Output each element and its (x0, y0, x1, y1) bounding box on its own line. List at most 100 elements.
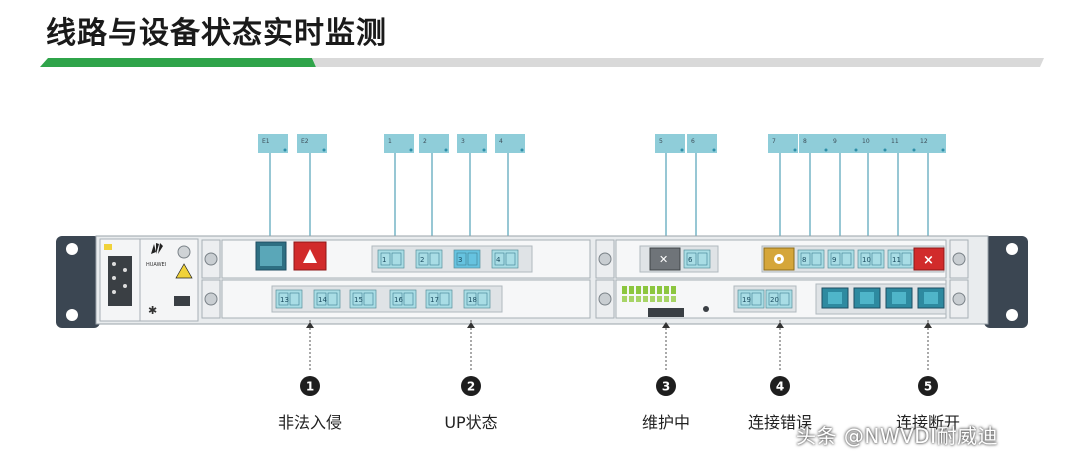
port-7-error[interactable] (763, 247, 795, 271)
callout-number: 1 (306, 380, 314, 394)
ethernet-port[interactable] (821, 287, 849, 309)
screw-icon (204, 252, 218, 266)
tag-dot (854, 148, 858, 152)
port-19[interactable]: 19 (737, 289, 765, 309)
port-10[interactable]: 10 (857, 249, 885, 269)
port-number: 16 (394, 296, 403, 304)
tag-dot (912, 148, 916, 152)
callout-number-badge (918, 376, 938, 396)
power-module (99, 238, 141, 322)
status-led (622, 296, 627, 302)
intrusion-alert-icon (303, 249, 317, 263)
status-led (629, 286, 634, 294)
status-led (671, 296, 676, 302)
port-tag-label: 2 (423, 138, 427, 145)
console-port[interactable] (648, 308, 684, 317)
callout-arrow-icon (306, 322, 314, 328)
status-led (643, 286, 648, 294)
port-tag-label: 9 (833, 138, 837, 145)
port-number: 17 (430, 296, 439, 304)
port-1[interactable]: 1 (377, 249, 405, 269)
port-8[interactable]: 8 (797, 249, 825, 269)
port-e1[interactable] (255, 241, 287, 271)
port-tag (495, 134, 525, 153)
callout-arrow-icon (924, 322, 932, 328)
callout-arrow-icon (467, 322, 475, 328)
port-9[interactable]: 9 (827, 249, 855, 269)
ethernet-port[interactable] (885, 287, 913, 309)
ethernet-port[interactable] (917, 287, 945, 309)
status-led (636, 296, 641, 302)
port-11[interactable]: 11 (887, 249, 915, 269)
port-tag (799, 134, 829, 153)
port-tag-label: 11 (891, 138, 899, 145)
port-number: 14 (318, 296, 327, 304)
port-tag-label: 8 (803, 138, 807, 145)
port-12-disconnected[interactable]: × (913, 247, 945, 271)
port-tag (687, 134, 717, 153)
status-led (643, 296, 648, 302)
port-16[interactable]: 16 (389, 289, 417, 309)
port-4[interactable]: 4 (491, 249, 519, 269)
port-number: 8 (802, 256, 806, 264)
port-tag (419, 134, 449, 153)
status-led (671, 286, 676, 294)
status-led (636, 286, 641, 294)
screw-icon (598, 252, 612, 266)
ethernet-port[interactable] (853, 287, 881, 309)
port-17[interactable]: 17 (425, 289, 453, 309)
port-e2-alarm[interactable] (293, 241, 327, 271)
fan-icon: ✱ (148, 304, 157, 317)
callout-number: 3 (662, 380, 670, 394)
port-number: 9 (832, 256, 836, 264)
screw-icon (952, 292, 966, 306)
port-13[interactable]: 13 (275, 289, 303, 309)
tag-dot (712, 148, 716, 152)
port-number: 20 (770, 296, 779, 304)
port-3[interactable]: 3 (453, 249, 481, 269)
port-tag (457, 134, 487, 153)
port-2[interactable]: 2 (415, 249, 443, 269)
port-tag (258, 134, 288, 153)
callout-arrow-icon (662, 322, 670, 328)
port-number: 2 (420, 256, 424, 264)
tag-dot (444, 148, 448, 152)
screw-icon (598, 292, 612, 306)
reset-button[interactable] (703, 306, 709, 312)
huawei-logo-icon (151, 243, 163, 254)
status-led (657, 286, 662, 294)
right-rack-ear (984, 236, 1028, 328)
tag-dot (793, 148, 797, 152)
status-led (629, 296, 634, 302)
port-number: 15 (354, 296, 363, 304)
port-14[interactable]: 14 (313, 289, 341, 309)
port-tag-label: 1 (388, 138, 392, 145)
port-tag (829, 134, 859, 153)
status-led (657, 296, 662, 302)
port-20[interactable]: 20 (765, 289, 793, 309)
callout-label: 非法入侵 (278, 413, 342, 432)
port-5-maintenance[interactable]: ✕ (649, 247, 681, 271)
port-tag-label: 10 (862, 138, 870, 145)
status-led (622, 286, 627, 294)
tag-dot (520, 148, 524, 152)
tag-dot (824, 148, 828, 152)
led-strip (622, 286, 709, 317)
port-tag (768, 134, 798, 153)
control-panel: HUAWEI ✱ (139, 238, 199, 322)
port-tag (858, 134, 888, 153)
callout-label: 连接断开 (896, 413, 960, 432)
title-underline (40, 58, 1044, 67)
tag-dot (409, 148, 413, 152)
status-led (664, 296, 669, 302)
port-tag (655, 134, 685, 153)
port-tag (297, 134, 327, 153)
port-6[interactable]: 6 (683, 249, 711, 269)
port-15[interactable]: 15 (349, 289, 377, 309)
callout-number: 5 (924, 380, 932, 394)
tag-dot (482, 148, 486, 152)
port-18[interactable]: 18 (463, 289, 491, 309)
tag-dot (322, 148, 326, 152)
port-tag (887, 134, 917, 153)
callout-number: 2 (467, 380, 475, 394)
